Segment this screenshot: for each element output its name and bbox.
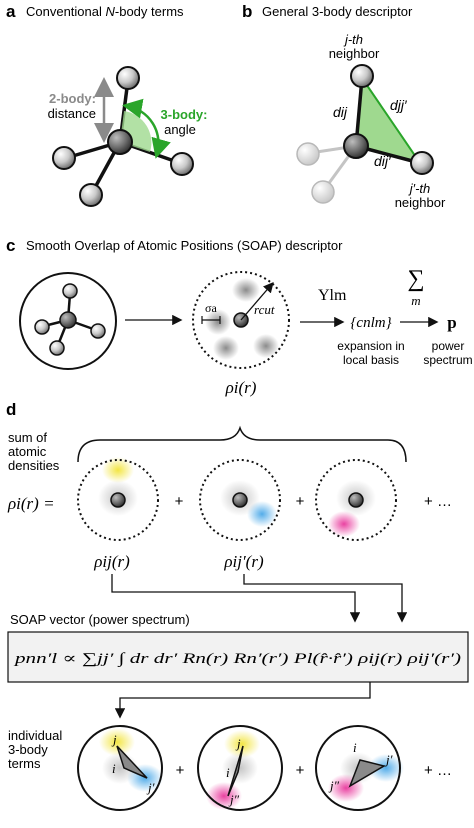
- atom-i: [343, 133, 369, 159]
- individual-line3: terms: [8, 756, 41, 771]
- density-circle-2: [199, 459, 281, 541]
- label-d-jjp: djj′: [390, 97, 408, 113]
- t1-jp: j′: [146, 780, 155, 795]
- three-body-term-1: [77, 725, 163, 811]
- sum-index: m: [411, 293, 420, 308]
- t2-j: j: [235, 736, 241, 751]
- power-spectrum-formula: pnn′l ∝ ∑jj′ ∫ dr dr′ Rn(r) Rn′(r′) Pl(r…: [14, 651, 461, 667]
- molecule-environment-circle: [19, 272, 117, 370]
- panel-letter-d: d: [6, 400, 16, 419]
- rcut-label: rcut: [254, 302, 275, 317]
- angle-arc-arrow: [122, 98, 171, 159]
- two-body-text: distance: [48, 106, 96, 121]
- jp-neighbor-line2: neighbor: [395, 195, 446, 210]
- rcut-arrow: [240, 282, 274, 321]
- atom-jp: [410, 151, 434, 175]
- three-body-bold: 3-body:: [161, 107, 208, 122]
- sigma-label: σa: [205, 301, 217, 315]
- panel-letter-c: c: [6, 236, 15, 255]
- d2-central-atom: [232, 492, 248, 508]
- t3-jp: j′: [384, 752, 393, 767]
- plus-1: +: [175, 493, 184, 510]
- soap-vector-label: SOAP vector (power spectrum): [10, 612, 190, 627]
- three-body-term-3: [315, 725, 404, 811]
- power-line2: spectrum: [423, 353, 472, 367]
- c-atom-right: [90, 323, 106, 339]
- t3-jpp: j″: [328, 778, 340, 793]
- j-neighbor-line2: neighbor: [329, 46, 380, 61]
- atom-top: [116, 66, 140, 90]
- panel-d: d sum of atomic densities ρi(r) = + +: [6, 400, 469, 811]
- panel-a: a Conventional N-body terms 2-body: dist…: [6, 2, 208, 207]
- density-circle-3: [315, 459, 397, 541]
- ylm-label: Ylm: [318, 287, 347, 304]
- panel-c-title: Smooth Overlap of Atomic Positions (SOAP…: [26, 238, 343, 253]
- sum-of-line2: atomic: [8, 444, 47, 459]
- rho-i-equals: ρi(r) =: [7, 494, 55, 513]
- route-rho-ij: [111, 574, 361, 623]
- jp-neighbor-line1: j′-th: [408, 181, 431, 196]
- formula-box: [7, 631, 469, 683]
- panel-c: c Smooth Overlap of Atomic Positions (SO…: [6, 236, 473, 397]
- route-rho-ijp: [243, 574, 408, 623]
- p-vector: p: [447, 313, 456, 332]
- panel-a-title: Conventional N-body terms: [26, 4, 184, 19]
- t2-i: i: [226, 765, 230, 780]
- atom-left: [52, 146, 76, 170]
- panel-b-title: General 3-body descriptor: [262, 4, 413, 19]
- sum-of-line1: sum of: [8, 430, 47, 445]
- atom-right: [170, 152, 194, 176]
- plus-2: +: [296, 493, 305, 510]
- panel-letter-b: b: [242, 2, 252, 21]
- c-atom-top: [62, 283, 78, 299]
- d3-central-atom: [348, 492, 364, 508]
- sum-brace: [77, 425, 407, 463]
- label-d-ij: dij: [333, 104, 348, 120]
- t2-jpp: j″: [228, 792, 240, 807]
- panel-b: b General 3-body descriptor j-th neighbo…: [242, 2, 446, 210]
- ellipsis-2: + …: [424, 762, 452, 779]
- plus-4: +: [296, 762, 305, 779]
- t3-i: i: [353, 740, 357, 755]
- density-sphere: [192, 271, 290, 369]
- three-body-term-2: [197, 725, 283, 811]
- atom-center: [107, 129, 133, 155]
- c-atom-left: [34, 319, 50, 335]
- plus-3: +: [176, 762, 185, 779]
- two-body-bold: 2-body:: [49, 91, 96, 106]
- t1-i: i: [112, 761, 116, 776]
- power-line1: power: [432, 339, 465, 353]
- route-to-terms: [114, 682, 371, 719]
- sum-of-line3: densities: [8, 458, 60, 473]
- c-atom-bottom: [49, 340, 65, 356]
- expansion-line2: local basis: [343, 353, 399, 367]
- label-d-ijp: dij′: [374, 153, 392, 169]
- individual-line2: 3-body: [8, 742, 48, 757]
- faint-atom-bottom: [311, 180, 335, 204]
- individual-line1: individual: [8, 728, 62, 743]
- ellipsis-1: + …: [424, 493, 452, 510]
- expansion-line1: expansion in: [337, 339, 404, 353]
- t1-j: j: [111, 732, 117, 747]
- cnlm-label: {cnlm}: [350, 315, 391, 331]
- cutoff-sphere: [192, 271, 290, 369]
- c-atom-center: [59, 311, 77, 329]
- rho-i-label: ρi(r): [225, 378, 257, 397]
- rho-ij-label: ρij(r): [93, 552, 130, 571]
- panel-letter-a: a: [6, 2, 16, 21]
- d1-central-atom: [110, 492, 126, 508]
- rho-ijp-label: ρij′(r): [223, 552, 264, 571]
- density-circle-1: [77, 457, 159, 541]
- atom-bottom: [79, 183, 103, 207]
- sum-symbol: ∑: [407, 266, 424, 292]
- atom-j: [350, 64, 374, 88]
- three-body-text: angle: [164, 122, 196, 137]
- j-neighbor-line1: j-th: [343, 32, 363, 47]
- faint-atom-left: [296, 142, 320, 166]
